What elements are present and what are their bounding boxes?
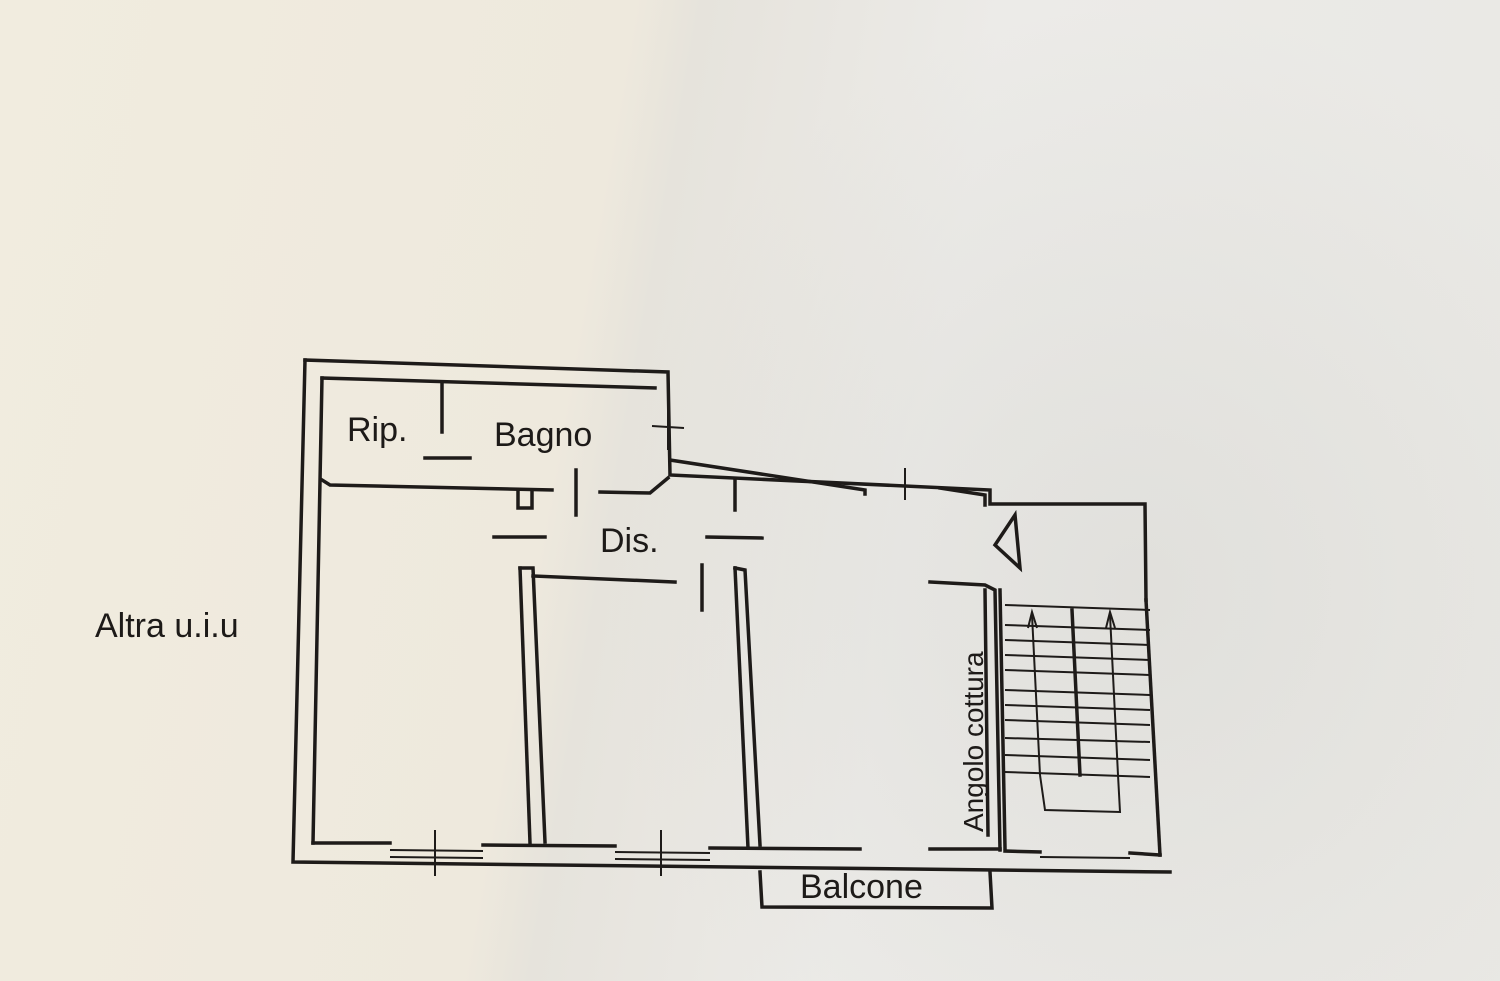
balcony-label: Balcone bbox=[800, 868, 923, 906]
hallway-label: Dis. bbox=[600, 522, 659, 560]
left-unit-label: Altra u.i.u bbox=[95, 607, 239, 645]
kitchenette-label: Angolo cottura bbox=[958, 651, 989, 832]
paper-shadow bbox=[600, 0, 1500, 981]
windows bbox=[389, 405, 1131, 876]
outer-walls bbox=[291, 358, 1172, 874]
balcony-outline bbox=[758, 870, 994, 910]
interior-walls bbox=[319, 380, 1007, 852]
staircase bbox=[1004, 604, 1151, 814]
bathroom-label: Bagno bbox=[494, 416, 592, 454]
entrance-arrow-icon bbox=[992, 509, 1023, 573]
storage-label: Rip. bbox=[347, 411, 407, 449]
